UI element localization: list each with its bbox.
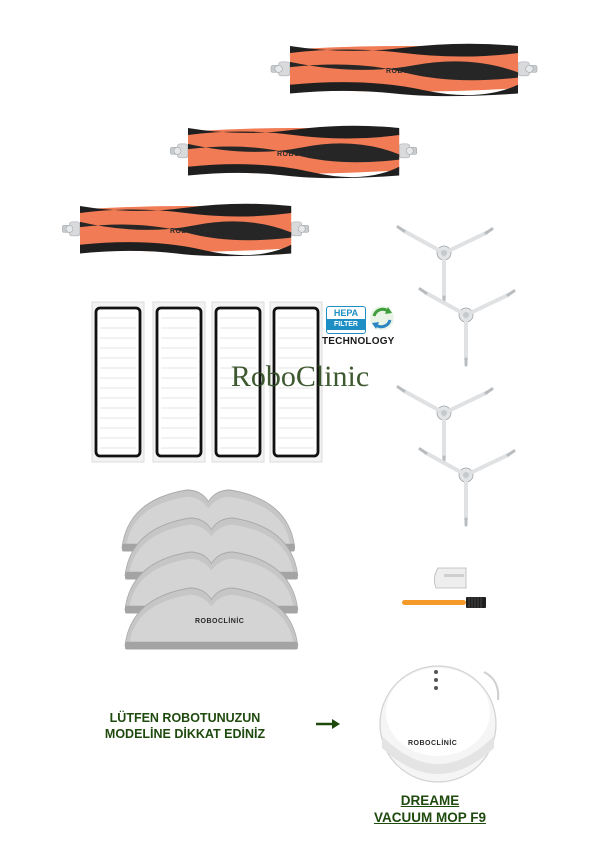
- model-line-2: VACUUM MOP F9: [373, 810, 486, 825]
- notice-text: LÜTFEN ROBOTUNUZUN MODELİNE DİKKAT EDİNİ…: [70, 710, 300, 742]
- mop-brand-label: ROBOCLİNİC: [195, 617, 244, 625]
- hepa-badge: HEPA FILTER: [326, 306, 366, 334]
- hepa-badge-top: HEPA: [333, 308, 359, 318]
- model-name: DREAME VACUUM MOP F9: [340, 792, 520, 826]
- notice-line-2: MODELİNE DİKKAT EDİNİZ: [104, 727, 266, 741]
- brand-watermark: RoboClinic: [230, 360, 370, 393]
- side-brush-icon: [396, 225, 494, 305]
- notice-line-1: LÜTFEN ROBOTUNUZUN: [109, 711, 261, 725]
- hepa-badge-bottom: FILTER: [327, 319, 365, 330]
- side-brush-icon: [418, 447, 516, 527]
- recycle-icon: [370, 306, 394, 330]
- arrow-right-icon: [316, 719, 340, 729]
- side-brush-icon: [418, 287, 516, 367]
- technology-label: TECHNOLOGY: [322, 336, 395, 347]
- model-line-1: DREAME: [400, 793, 460, 808]
- brush-brand-label: ROBOCLİNİC: [277, 150, 326, 158]
- brush-brand-label: ROBOCLİNİC: [386, 67, 435, 75]
- cleaning-tool-icon: [402, 567, 486, 608]
- brush-brand-label: ROBOCLİNİC: [170, 227, 219, 235]
- robot-vacuum-icon: [379, 665, 500, 783]
- side-brush-icon: [396, 385, 494, 465]
- robot-brand-label: ROBOCLİNİC: [408, 739, 457, 747]
